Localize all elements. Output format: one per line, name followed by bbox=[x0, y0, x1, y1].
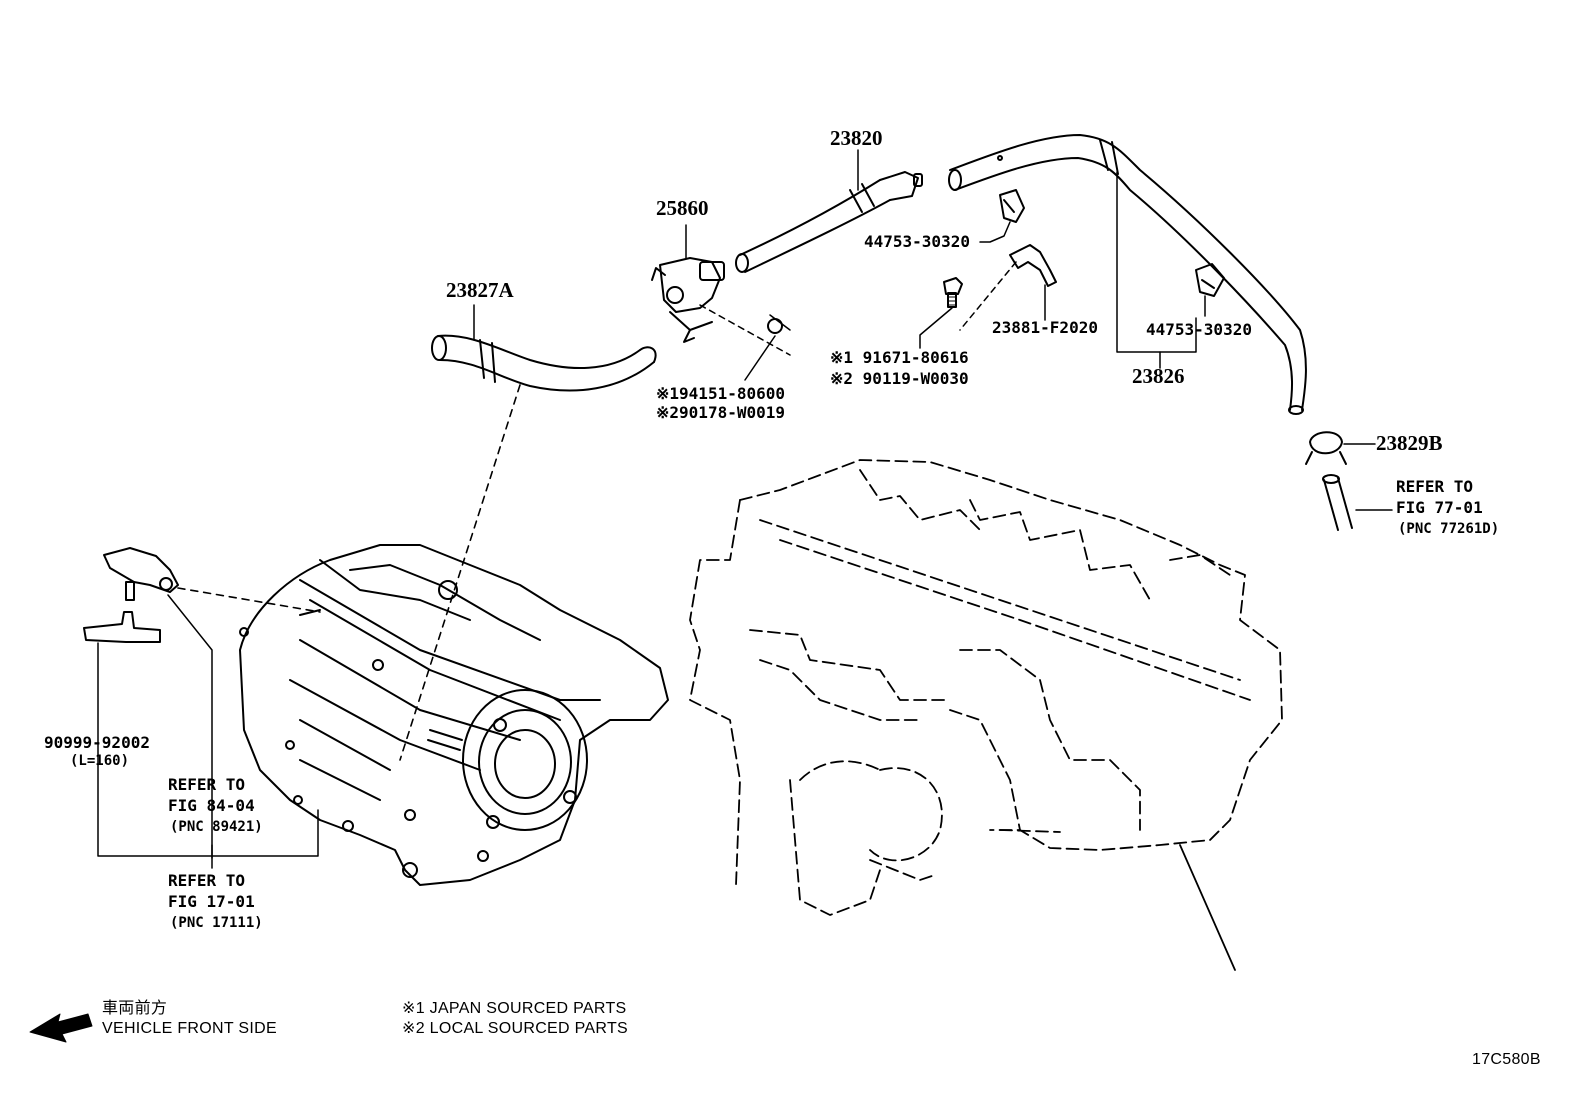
front-arrow-drawing bbox=[29, 1013, 93, 1043]
clamp-44753-right-drawing bbox=[1195, 263, 1225, 317]
ref77-line3: (PNC 77261D) bbox=[1398, 521, 1500, 537]
ref77-line2[interactable]: FIG 77-01 bbox=[1396, 498, 1483, 517]
clip-23829b-drawing bbox=[1305, 431, 1393, 531]
engine-outline-drawing bbox=[689, 459, 1283, 916]
hose-23826-drawing bbox=[948, 134, 1307, 415]
hose-23820-drawing bbox=[735, 149, 923, 273]
legend-note-2: ※2 LOCAL SOURCED PARTS bbox=[402, 1020, 628, 1037]
label-90999-length: (L=160) bbox=[70, 753, 130, 769]
figure-code: 17C580B bbox=[1472, 1051, 1541, 1068]
clamp-44753-top-drawing bbox=[979, 189, 1025, 243]
label-23827a[interactable]: 23827A bbox=[446, 278, 514, 302]
label-23881[interactable]: 23881-F2020 bbox=[992, 318, 1098, 337]
guide-line-manifold bbox=[399, 384, 521, 761]
bracket-23881-drawing bbox=[919, 244, 1057, 349]
label-90178[interactable]: ※290178-W0019 bbox=[656, 403, 785, 422]
sensor-hose-drawing bbox=[83, 547, 321, 869]
ref77-line1: REFER TO bbox=[1396, 477, 1474, 496]
label-94151[interactable]: ※194151-80600 bbox=[656, 384, 785, 403]
label-90119[interactable]: ※2 90119-W0030 bbox=[830, 369, 969, 388]
ref17-line2[interactable]: FIG 17-01 bbox=[168, 892, 255, 911]
label-44753-right[interactable]: 44753-30320 bbox=[1146, 320, 1252, 339]
label-23826[interactable]: 23826 bbox=[1132, 364, 1185, 388]
label-90999[interactable]: 90999-92002 bbox=[44, 733, 150, 752]
ref17-line3: (PNC 17111) bbox=[170, 915, 263, 931]
label-91671[interactable]: ※1 91671-80616 bbox=[830, 348, 969, 367]
engine-center-line bbox=[1179, 844, 1236, 971]
ref84-line3: (PNC 89421) bbox=[170, 819, 263, 835]
legend-front-jp: 車両前方 bbox=[102, 1000, 168, 1017]
legend-note-1: ※1 JAPAN SOURCED PARTS bbox=[402, 1000, 627, 1017]
label-44753-top[interactable]: 44753-30320 bbox=[864, 232, 970, 251]
hose-23827a-drawing bbox=[431, 304, 657, 392]
ref17-line1: REFER TO bbox=[168, 871, 246, 890]
label-23820[interactable]: 23820 bbox=[830, 126, 883, 150]
legend-front-en: VEHICLE FRONT SIDE bbox=[102, 1020, 277, 1037]
ref84-line1: REFER TO bbox=[168, 775, 246, 794]
intake-manifold-drawing bbox=[239, 544, 669, 886]
label-25860[interactable]: 25860 bbox=[656, 196, 709, 220]
ref84-line2[interactable]: FIG 84-04 bbox=[168, 796, 255, 815]
valve-25860-drawing bbox=[651, 224, 791, 381]
label-23829b[interactable]: 23829B bbox=[1376, 431, 1443, 455]
